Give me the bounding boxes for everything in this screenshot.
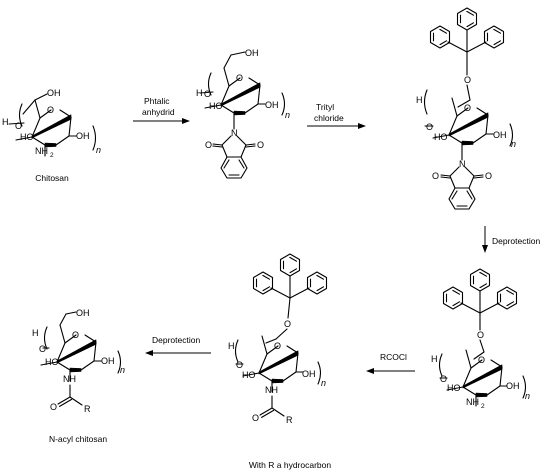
ring-oxygen-label: O	[274, 341, 281, 351]
amine-label: NH	[35, 146, 48, 156]
trityl-ether-o-label: O	[477, 330, 484, 340]
c3-ho-label: HO	[209, 101, 223, 111]
carbonyl-o-right: O	[257, 140, 264, 150]
glycosidic-o-label: O	[440, 374, 447, 384]
glycosidic-o-label: O	[426, 122, 433, 132]
reagent-rcocl: RCOCl	[380, 352, 407, 362]
amine-subscript: 2	[481, 403, 485, 410]
terminal-h-label: H	[416, 95, 423, 105]
carbonyl-o-right: O	[485, 171, 492, 181]
chitosan-structure: O H O OH HO OH NH 2 n Chitosan	[2, 88, 101, 183]
n-acyl-chitosan-caption: N-acyl chitosan	[49, 434, 107, 444]
imide-n-label: N	[459, 159, 466, 169]
arrow-rcocl: RCOCl	[366, 352, 415, 374]
c3-ho-label: HO	[434, 132, 448, 142]
amide-r-group: R	[84, 404, 91, 414]
c6-oh-label: OH	[76, 308, 90, 318]
reagent-deprotection-1: Deprotection	[492, 236, 540, 246]
repeat-n: n	[525, 391, 530, 401]
trityl-ether-o-label: O	[464, 75, 471, 85]
amine-label: NH	[466, 397, 479, 407]
anomeric-oh-label: OH	[506, 381, 520, 391]
c3-ho-label: HO	[45, 357, 59, 367]
amide-carbonyl-o: O	[252, 413, 259, 423]
amide-carbonyl-o: O	[50, 402, 57, 412]
glycosidic-o-label: O	[15, 121, 22, 131]
terminal-h-label: H	[2, 117, 9, 127]
anomeric-oh-label: OH	[493, 130, 507, 140]
repeat-n: n	[285, 110, 290, 120]
chitosan-caption: Chitosan	[35, 173, 69, 183]
trityl-phthaloyl-chitosan-structure: O O H O HO OH n N O O	[416, 8, 516, 210]
carbonyl-o-left: O	[432, 171, 439, 181]
repeat-n: n	[511, 139, 516, 149]
footnote: With R a hydrocarbon	[249, 460, 331, 470]
reagent-trityl-label: Trityl	[316, 102, 334, 112]
trityl-chitosan-structure: O O H O HO OH n NH 2	[431, 269, 530, 410]
imide-n-label: N	[231, 128, 238, 138]
carbonyl-o-left: O	[205, 140, 212, 150]
glycosidic-o-label: O	[236, 360, 243, 370]
c3-ho-label: HO	[20, 132, 34, 142]
ring-oxygen-label: O	[478, 355, 485, 365]
anomeric-oh-label: OH	[265, 100, 279, 110]
c6-oh-label: OH	[245, 48, 259, 58]
arrow-deprotection-1: Deprotection	[482, 226, 540, 253]
reagent-deprotection-2: Deprotection	[152, 335, 200, 345]
c3-ho-label: HO	[242, 370, 256, 380]
c6-oh-label: OH	[47, 88, 61, 98]
arrow-trityl-chloride: Trityl chloride	[307, 102, 366, 129]
terminal-h-label: H	[431, 354, 438, 364]
amide-r-group: R	[286, 415, 293, 425]
trityl-n-acyl-chitosan-structure: O O H O HO OH n NH O R	[228, 254, 327, 425]
terminal-h-label: H	[228, 341, 235, 351]
ring-oxygen-label: O	[47, 105, 54, 115]
amide-nh-label: NH	[265, 385, 278, 395]
anomeric-oh-label: OH	[302, 369, 316, 379]
terminal-h-label: H	[196, 88, 203, 98]
reagent-phthalic-label: Phtalic	[144, 96, 170, 106]
phthaloyl-chitosan-structure: O H O OH HO OH n N O O	[196, 48, 290, 179]
ring-oxygen-label: O	[236, 73, 243, 83]
amine-subscript: 2	[50, 152, 54, 159]
arrow-deprotection-2: Deprotection	[145, 335, 211, 356]
glycosidic-o-label: O	[39, 344, 46, 354]
repeat-n: n	[321, 378, 326, 388]
arrow-phthalic-anhydride: Phtalic anhydrid	[133, 96, 190, 124]
n-acyl-chitosan-structure: O H O OH HO OH n NH O R N-acyl chitosan	[32, 308, 125, 444]
anomeric-oh-label: OH	[101, 356, 115, 366]
glycosidic-o-label: O	[204, 89, 211, 99]
terminal-h-label: H	[32, 328, 39, 338]
trityl-ether-o-label: O	[284, 319, 291, 329]
ring-oxygen-label: O	[72, 330, 79, 340]
reagent-anhydride-label: anhydrid	[142, 107, 175, 117]
repeat-n: n	[96, 145, 101, 155]
repeat-n: n	[120, 365, 125, 375]
ring-oxygen-label: O	[464, 103, 471, 113]
anomeric-oh-label: OH	[76, 131, 90, 141]
amide-nh-label: NH	[63, 374, 76, 384]
reagent-chloride-label: chloride	[314, 113, 344, 123]
c3-ho-label: HO	[447, 383, 461, 393]
